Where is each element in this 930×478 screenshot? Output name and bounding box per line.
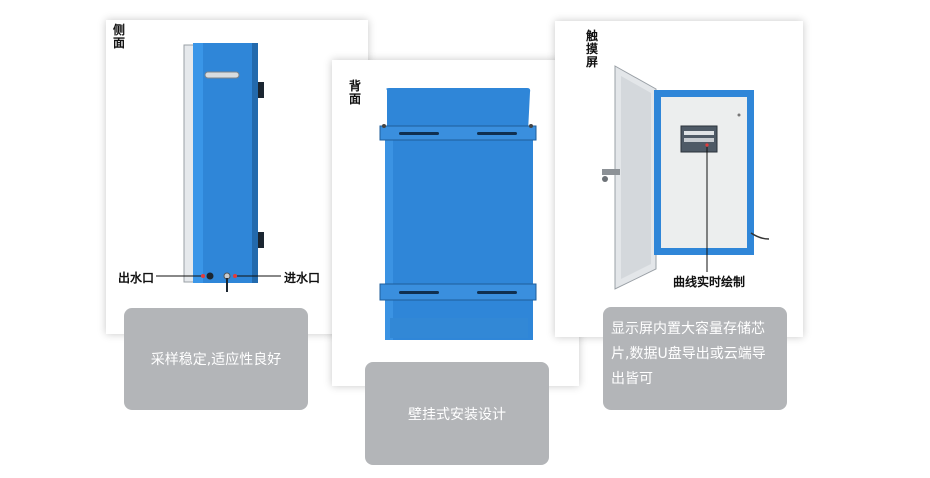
inlet-label: 进水口 [284,271,321,285]
side-view-cabinet-illustration [156,43,281,292]
touch-screen-caption-text: 显示屏内置大容量存储芯片,数据U盘导出或云端导出皆可 [611,321,766,387]
side-view-label: 侧面 [113,23,126,50]
touch-screen-card: 触摸屏 曲线实时绘制 [555,21,803,337]
touch-screen-caption: 显示屏内置大容量存储芯片,数据U盘导出或云端导出皆可 [603,307,787,410]
back-view-label: 背面 [349,79,362,106]
back-view-card: 背面 [332,60,579,386]
side-view-caption-text: 采样稳定,适应性良好 [150,352,282,368]
side-view-card: 侧面 出水口 进水口 [106,20,368,334]
back-view-caption: 壁挂式安装设计 [365,362,549,465]
back-view-caption-text: 壁挂式安装设计 [408,406,506,423]
back-view-cabinet-illustration [379,88,537,340]
curve-drawing-label: 曲线实时绘制 [673,275,746,289]
touch-screen-cabinet-illustration [602,65,770,290]
side-view-caption: 采样稳定,适应性良好 [124,308,308,410]
touch-screen-label: 触摸屏 [586,29,599,69]
outlet-label: 出水口 [118,271,155,285]
